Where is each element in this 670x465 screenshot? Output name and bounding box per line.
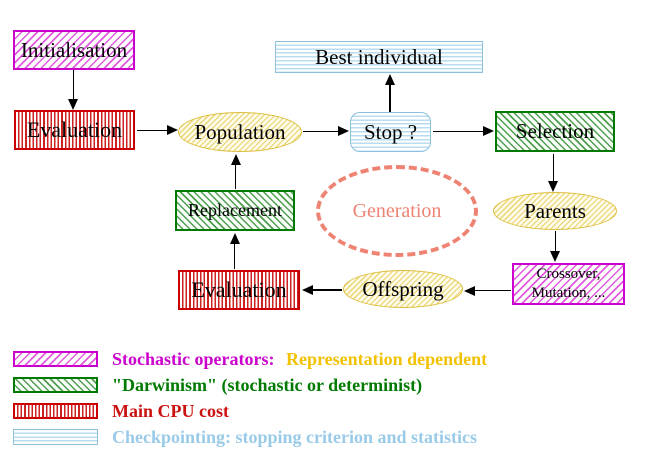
node-stop-label: Stop ? <box>363 119 418 144</box>
node-stop: Stop ? <box>350 112 431 152</box>
node-best-individual-label: Best individual <box>315 44 443 69</box>
legend-label-stochastic: Stochastic operators: <box>112 348 275 369</box>
node-replacement: Replacement <box>175 190 295 231</box>
legend-label-cpu-cost: Main CPU cost <box>112 400 229 421</box>
legend-row-stochastic-operators: Stochastic operators: Representation dep… <box>13 349 487 369</box>
node-selection-label: Selection <box>515 119 595 143</box>
legend-label-darwinism: "Darwinism" (stochastic or determinist) <box>112 374 423 395</box>
node-population: Population <box>178 112 302 152</box>
node-generation-label: Generation <box>352 199 442 222</box>
node-evaluation-bottom: Evaluation <box>178 270 300 310</box>
node-initialisation: Initialisation <box>13 30 135 70</box>
legend-value-representation: Representation dependent <box>285 348 488 369</box>
legend-swatch-magenta-diagonal-hatch <box>13 351 98 367</box>
node-crossover-mutation: Crossover, Mutation, ... <box>512 263 625 305</box>
node-initialisation-label: Initialisation <box>20 37 128 62</box>
node-offspring: Offspring <box>343 270 463 308</box>
legend-swatch-green-diagonal-hatch <box>13 377 98 393</box>
legend-label-checkpointing: Checkpointing: stopping criterion and st… <box>112 426 478 447</box>
legend-swatch-red-vertical-stripes <box>13 403 98 419</box>
node-evaluation-top-label: Evaluation <box>26 117 123 142</box>
node-best-individual: Best individual <box>275 41 483 73</box>
legend-row-darwinism: "Darwinism" (stochastic or determinist) <box>13 375 422 395</box>
node-crossover-mutation-label: Crossover, Mutation, ... <box>531 266 606 301</box>
node-parents-label: Parents <box>524 198 586 223</box>
node-generation-cycle: Generation <box>316 165 478 257</box>
node-replacement-label: Replacement <box>188 200 282 220</box>
node-evaluation-bottom-label: Evaluation <box>191 277 287 302</box>
node-offspring-label: Offspring <box>362 276 444 301</box>
legend-swatch-cyan-horizontal-lines <box>13 429 98 445</box>
legend-row-checkpointing: Checkpointing: stopping criterion and st… <box>13 427 477 447</box>
node-evaluation-top: Evaluation <box>14 110 135 150</box>
node-population-label: Population <box>194 119 286 144</box>
node-parents: Parents <box>493 192 617 230</box>
legend-text-stochastic-operators: Stochastic operators: Representation dep… <box>112 349 487 370</box>
node-selection: Selection <box>495 111 615 152</box>
legend-row-main-cpu-cost: Main CPU cost <box>13 401 229 421</box>
